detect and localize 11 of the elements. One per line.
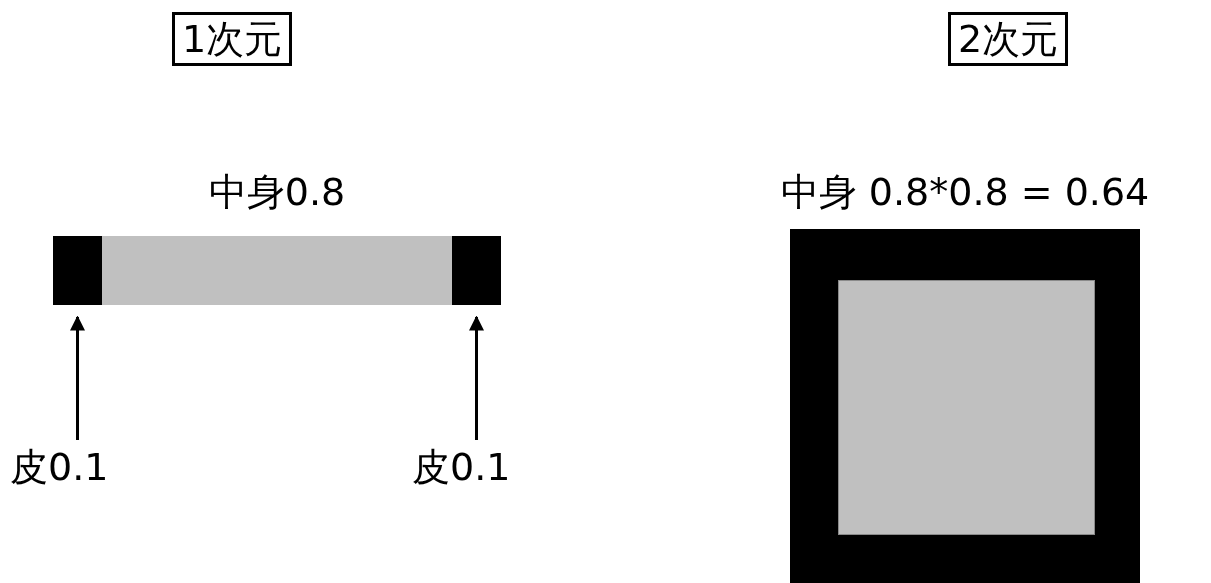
skin-segment <box>452 236 501 305</box>
skin-label: 皮0.1 <box>10 440 109 494</box>
arrow <box>70 315 85 440</box>
skin-label: 皮0.1 <box>412 440 511 494</box>
section-label: 中身0.8 <box>207 173 347 211</box>
skin-segment <box>53 236 102 305</box>
title-box: 1次元 <box>172 12 293 66</box>
arrow <box>469 315 484 440</box>
title-box: 2次元 <box>948 12 1069 66</box>
inner-square <box>838 280 1095 535</box>
section-label: 中身 0.8*0.8 = 0.64 <box>779 173 1151 211</box>
